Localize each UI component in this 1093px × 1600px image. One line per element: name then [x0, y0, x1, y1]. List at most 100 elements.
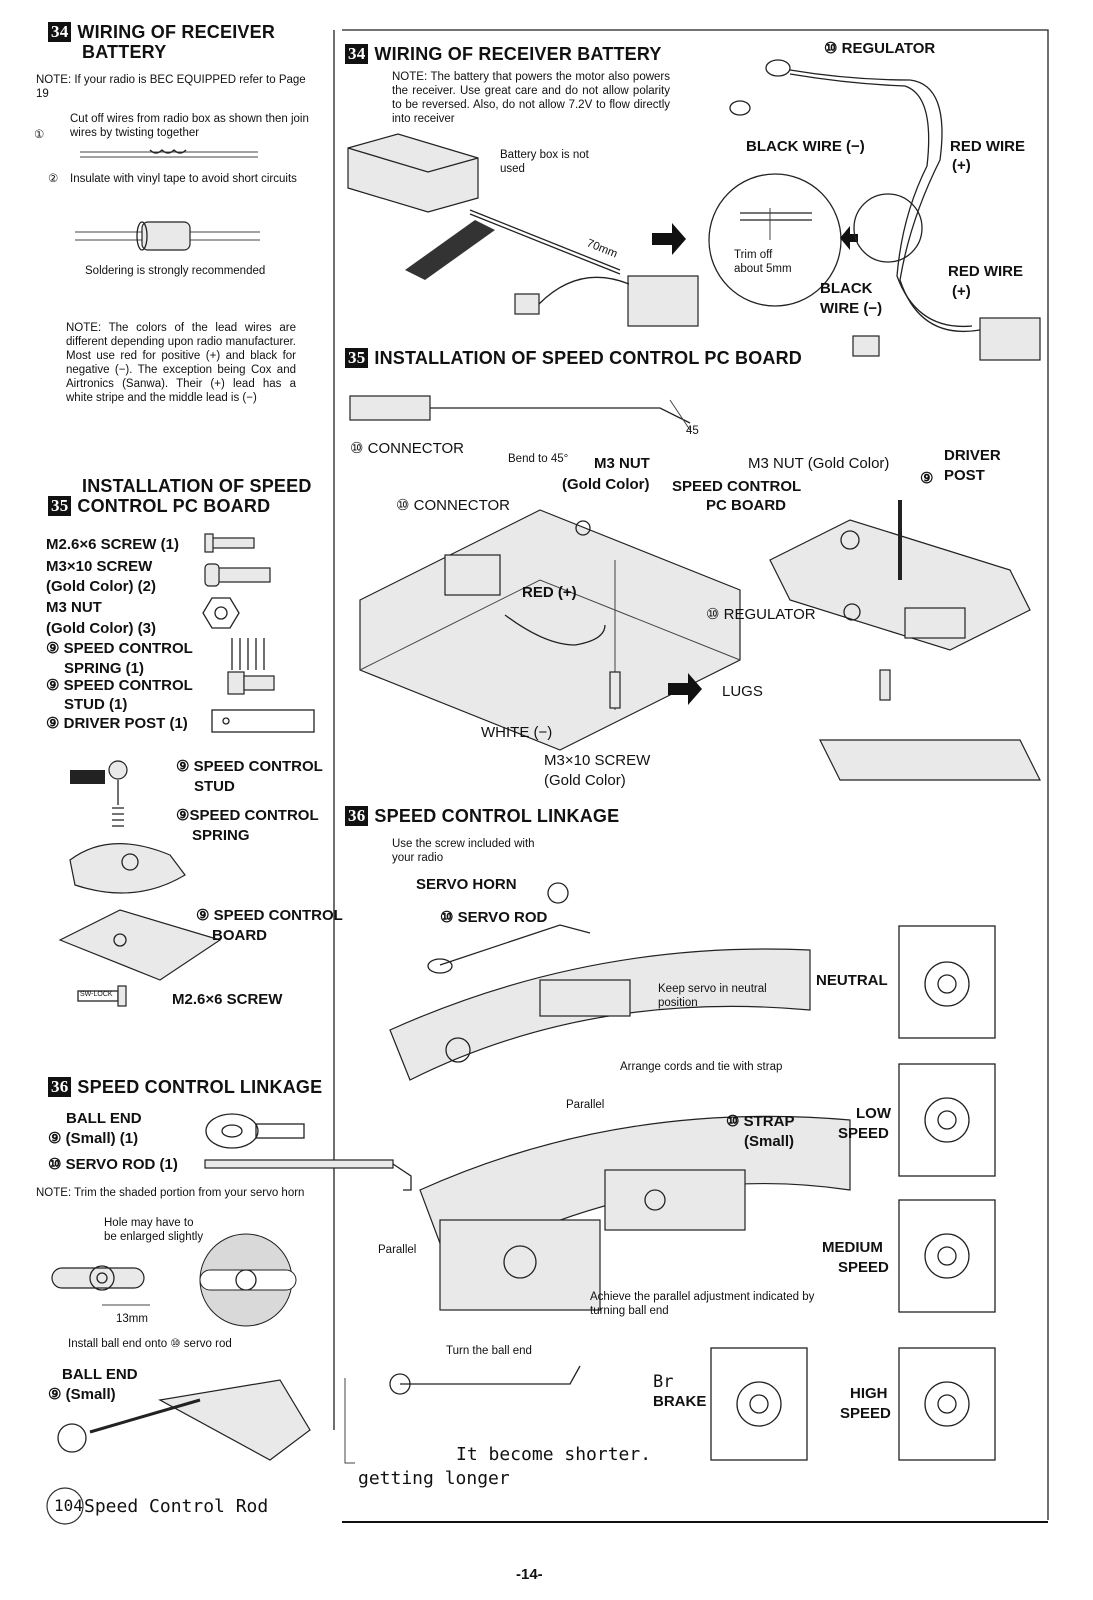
position-label-medium: MEDIUM: [822, 1239, 883, 1256]
polarity-label: (+): [952, 283, 971, 300]
screw-callout: (Gold Color): [544, 772, 626, 789]
red-wire-callout: RED WIRE: [948, 263, 1023, 280]
trim-note: Trim off about 5mm: [734, 249, 792, 275]
handwritten-annotation: Br: [653, 1372, 674, 1392]
white-lead-callout: WHITE (−): [481, 724, 553, 741]
board-callout: ⑨ SPEED CONTROL: [196, 907, 343, 924]
section-number: 35: [345, 348, 369, 368]
handwritten-annotation: Speed Control Rod: [84, 1496, 269, 1517]
lugs-callout: LUGS: [722, 683, 763, 700]
speed-position-high: [898, 1347, 996, 1461]
black-wire-callout: BLACK: [820, 280, 873, 297]
part-label: ⑨ SPEED CONTROL: [46, 677, 193, 694]
speed-position-medium: [898, 1199, 996, 1313]
install-note: Install ball end onto ⑩ servo rod: [68, 1338, 232, 1350]
part-label: ⑨ (Small): [48, 1386, 116, 1403]
section-title: SPEED CONTROL LINKAGE: [374, 806, 620, 826]
nut-callout: (Gold Color): [562, 476, 650, 493]
regulator-wires: [729, 59, 1041, 361]
battery-box-note: Battery box is not used: [500, 149, 589, 175]
handwritten-annotation: getting longer: [358, 1468, 510, 1489]
page-number: -14-: [516, 1566, 543, 1583]
part-label: ⑨ (Small) (1): [48, 1130, 139, 1147]
handwritten-bracket: [344, 1378, 355, 1464]
black-wire-callout: BLACK WIRE (−): [746, 138, 865, 155]
step-marker: ②: [48, 173, 59, 185]
speed-position-brake: [710, 1347, 808, 1461]
pcb-callout: SPEED CONTROL: [672, 478, 802, 495]
angle-label: 45: [686, 425, 699, 437]
part-label: ⑨ SPEED CONTROL: [46, 640, 193, 657]
pc-board-exploded-view: [58, 760, 222, 1007]
connector-callout: ⑩ CONNECTOR: [396, 497, 511, 514]
spring-callout: SPRING: [192, 827, 250, 844]
speed-position-neutral: [898, 925, 996, 1039]
stud-callout: ⑨ SPEED CONTROL: [176, 758, 323, 775]
section-number: 34: [48, 22, 72, 42]
position-label-neutral: NEUTRAL: [816, 972, 888, 989]
trim-note: NOTE: Trim the shaded portion from your …: [36, 1187, 305, 1199]
parts-icons: [202, 533, 315, 733]
servo-horn-trim-diagram: [51, 1233, 297, 1327]
spring-callout: ⑨SPEED CONTROL: [176, 807, 319, 824]
dimension-label: 13mm: [116, 1313, 148, 1325]
bec-note: NOTE: If your radio is BEC EQUIPPED refe…: [36, 74, 306, 100]
red-lead-callout: RED (+): [522, 584, 577, 601]
section-number: 36: [345, 806, 369, 826]
chassis-assembly-left: [359, 509, 741, 751]
position-label-low: LOW: [856, 1105, 891, 1122]
servo-horn-callout: SERVO HORN: [416, 876, 517, 893]
arrange-note: Arrange cords and tie with strap: [620, 1061, 783, 1073]
section-title: INSTALLATION OF SPEED CONTROL PC BOARD: [374, 348, 803, 368]
battery-box-diagram: [347, 133, 699, 327]
section-number: 36: [48, 1077, 72, 1097]
screw-callout: M2.6×6 SCREW: [172, 991, 283, 1008]
step2-text: Insulate with vinyl tape to avoid short …: [70, 173, 297, 185]
arrow-right-1: [652, 223, 686, 255]
sw-lock-label: SW-LOCK: [80, 991, 113, 998]
part-label: M2.6×6 SCREW (1): [46, 536, 179, 553]
bend-note: Bend to 45°: [508, 453, 569, 465]
handwritten-number: 104: [54, 1496, 83, 1515]
nut-callout: M3 NUT (Gold Color): [748, 455, 890, 472]
connector-callout: ⑩ CONNECTOR: [350, 440, 465, 457]
driver-post-callout: DRIVER: [944, 447, 1001, 464]
position-label-low: SPEED: [838, 1125, 889, 1142]
section-number: 35: [48, 496, 72, 516]
part-label: STUD (1): [64, 696, 128, 713]
part-label: M3×10 SCREW: [46, 558, 153, 575]
parallel-label: Parallel: [378, 1244, 417, 1256]
polarity-label: (+): [952, 157, 971, 174]
section-title: WIRING OF RECEIVER: [77, 22, 276, 42]
neutral-note: Keep servo in neutral position: [658, 983, 767, 1009]
linkage-chassis-bottom: [419, 1115, 851, 1311]
arrow-right-2: [840, 226, 858, 250]
part-label: BALL END: [66, 1110, 142, 1127]
ball-end-and-rod-icons: [204, 1113, 412, 1191]
position-label-high: HIGH: [850, 1385, 888, 1402]
soldering-note: Soldering is strongly recommended: [85, 265, 266, 277]
parallel-label: Parallel: [566, 1099, 605, 1111]
trim-circle-diagram: [708, 173, 842, 307]
ball-end-turn-diagram: [389, 1365, 581, 1395]
board-callout: BOARD: [212, 927, 267, 944]
servo-rod-callout: ⑩ SERVO ROD: [440, 909, 548, 926]
section-title: INSTALLATION OF SPEED: [82, 476, 312, 496]
part-label: M3 NUT: [46, 599, 102, 616]
position-label-brake: BRAKE: [653, 1393, 707, 1410]
section-title: SPEED CONTROL LINKAGE: [77, 1077, 323, 1097]
chassis-assembly-right: [769, 500, 1041, 781]
part-label: SPRING (1): [64, 660, 145, 677]
position-label-medium: SPEED: [838, 1259, 889, 1276]
section-title-line2: CONTROL PC BOARD: [77, 496, 271, 516]
part-label: ⑩ SERVO ROD (1): [48, 1156, 178, 1173]
regulator-callout: ⑩ REGULATOR: [706, 606, 816, 623]
turn-note: Turn the ball end: [446, 1345, 532, 1357]
strap-callout: (Small): [744, 1133, 795, 1150]
handwritten-annotation: It become shorter.: [456, 1444, 652, 1465]
right-frame: [342, 29, 1049, 1520]
linkage-chassis-top: [389, 882, 811, 1081]
